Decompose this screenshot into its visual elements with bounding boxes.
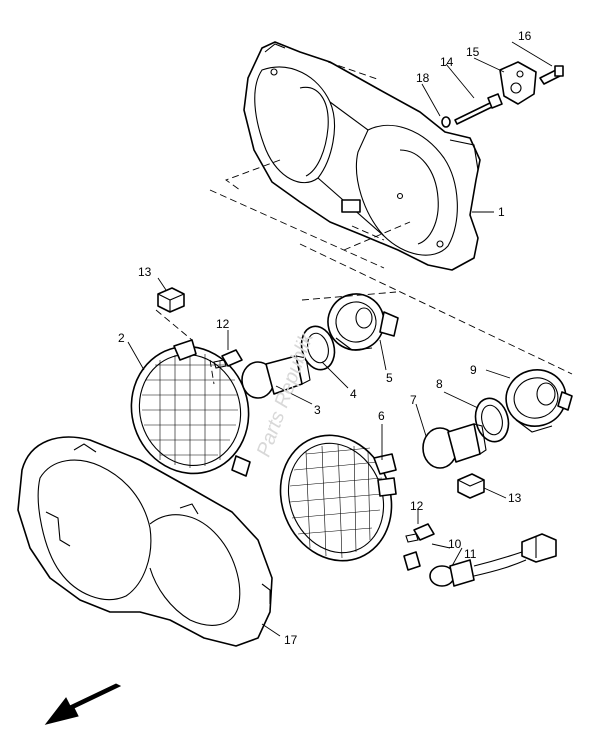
part-18-o-ring[interactable] [441, 116, 451, 128]
callout-13-upper: 13 [138, 265, 152, 279]
callout-13-lower: 13 [508, 491, 522, 505]
callout-10: 10 [448, 537, 462, 551]
callout-8: 8 [436, 377, 443, 391]
callout-5: 5 [386, 371, 393, 385]
part-12-bulb-lower[interactable] [405, 523, 435, 543]
callout-15: 15 [466, 45, 480, 59]
part-3-halogen-bulb-upper[interactable] [241, 355, 311, 399]
callout-17: 17 [284, 633, 298, 647]
callout-12-upper: 12 [216, 317, 230, 331]
callout-2: 2 [118, 331, 125, 345]
part-11-socket-wire[interactable] [429, 533, 557, 587]
part-13-socket-upper[interactable] [157, 287, 185, 313]
callout-14: 14 [440, 55, 454, 69]
callout-labels: 1 2 3 4 5 6 7 8 9 10 11 12 12 13 13 14 1… [118, 29, 532, 647]
callout-9: 9 [470, 363, 477, 377]
callout-6: 6 [378, 409, 385, 423]
part-15-adjuster-bracket[interactable] [499, 61, 537, 105]
leader-lines [127, 41, 553, 637]
part-9-rear-cover-lower[interactable] [500, 363, 573, 433]
part-12-bulb-upper[interactable] [213, 349, 243, 369]
part-1-headlight-housing[interactable] [243, 41, 481, 271]
part-4-seal-upper[interactable] [297, 323, 339, 374]
part-6-headlight-unit-lower[interactable] [262, 418, 410, 577]
part-2-headlight-unit-upper[interactable] [115, 331, 265, 489]
front-direction-arrow-icon [44, 683, 122, 725]
callout-11: 11 [464, 547, 477, 561]
callout-16: 16 [518, 29, 532, 43]
dashed-reference-lines [155, 61, 573, 385]
part-7-halogen-bulb-lower[interactable] [422, 423, 487, 469]
callout-7: 7 [410, 393, 417, 407]
part-5-rear-cover-upper[interactable] [322, 288, 399, 357]
part-10-small-bulb[interactable] [403, 551, 421, 571]
part-14-adjusting-screw[interactable] [454, 93, 503, 125]
part-16-screw[interactable] [539, 65, 564, 85]
callout-3: 3 [314, 403, 321, 417]
callout-12-lower: 12 [410, 499, 424, 513]
callout-18: 18 [416, 71, 430, 85]
callout-4: 4 [350, 387, 357, 401]
lens-pattern-lower [289, 443, 383, 559]
part-13-socket-lower[interactable] [457, 473, 485, 499]
lens-pattern-upper [142, 352, 238, 468]
callout-1: 1 [498, 205, 505, 219]
part-17-headlight-rim[interactable] [17, 436, 273, 647]
